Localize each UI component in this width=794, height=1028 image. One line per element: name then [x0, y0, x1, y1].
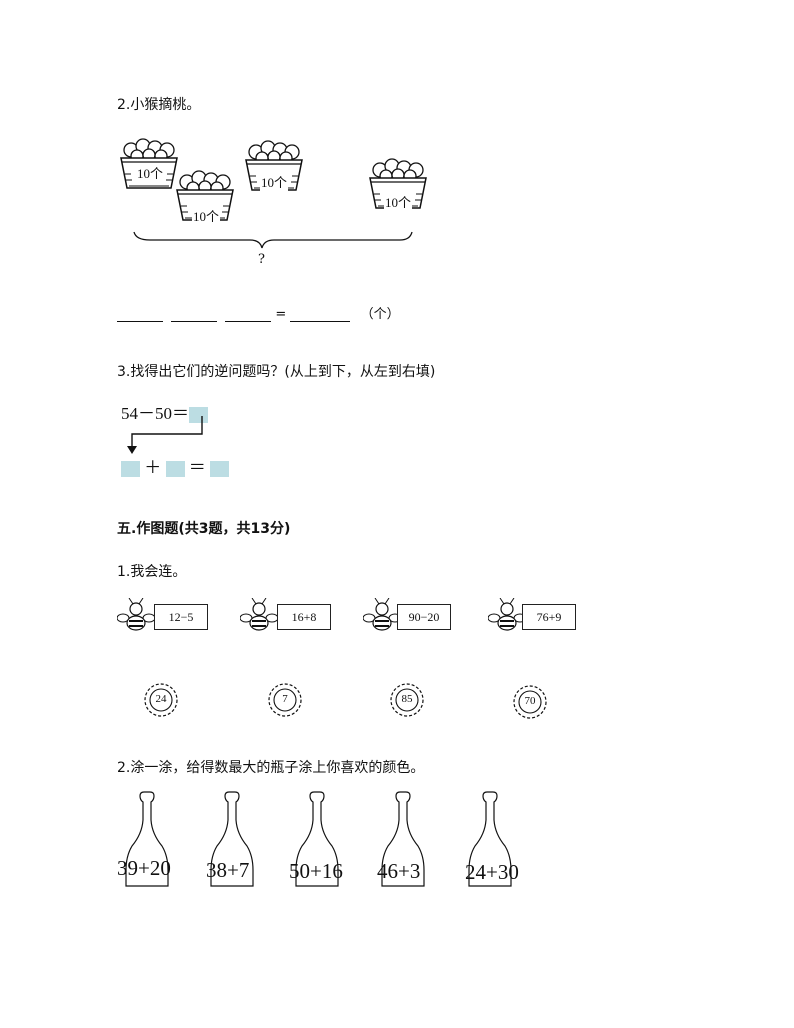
bottle-expression-3: 50+16: [289, 859, 343, 883]
q3-top-expression: 54－50＝: [121, 399, 208, 424]
q2-title: 2.小猴摘桃。: [117, 97, 201, 113]
basket-label-2: 10个: [192, 206, 221, 225]
q2-answer-line: = （个）: [117, 303, 400, 322]
equals-sign: =: [275, 307, 287, 322]
brace: [133, 231, 413, 249]
answer-box-1[interactable]: [121, 461, 140, 478]
bottle-expression-4: 46+3: [377, 859, 421, 883]
answer-blank-1[interactable]: [117, 307, 163, 322]
q3-bottom-expression: ＋ ＝: [121, 453, 229, 478]
reverse-arrow: [127, 416, 203, 454]
bee-icon: [117, 598, 156, 631]
flower-icon: [144, 683, 178, 717]
answer-box-3[interactable]: [210, 461, 229, 478]
flower-3[interactable]: 85: [389, 682, 425, 718]
bottle-expression-1: 39+20: [117, 856, 171, 880]
flower-icon: [513, 685, 547, 719]
equals-sign-q3: ＝: [188, 458, 206, 477]
top-expression-text: 54－50＝: [121, 404, 189, 423]
answer-blank-3[interactable]: [225, 307, 272, 322]
bee-icon: [240, 598, 279, 631]
expression-card-2[interactable]: 16+8: [277, 604, 331, 630]
peach-baskets-illustration: [120, 138, 427, 249]
bottle-expression-2: 38+7: [206, 858, 250, 882]
basket-label-1: 10个: [136, 163, 165, 182]
s5q2-title: 2.涂一涂，给得数最大的瓶子涂上你喜欢的颜色。: [117, 760, 425, 776]
q3-title: 3.找得出它们的逆问题吗？(从上到下，从左到右填): [117, 364, 436, 380]
flower-4[interactable]: 70: [512, 684, 548, 720]
flower-icon: [268, 683, 302, 717]
answer-blank-2[interactable]: [171, 307, 218, 322]
flower-icon: [390, 683, 424, 717]
flower-2[interactable]: 7: [267, 682, 303, 718]
flower-number: 24: [155, 693, 167, 705]
expression-card-4[interactable]: 76+9: [522, 604, 576, 630]
brace-question-mark: ?: [258, 252, 265, 267]
flower-number: 85: [401, 693, 413, 705]
flower-1[interactable]: 24: [143, 682, 179, 718]
answer-blank-result[interactable]: [290, 307, 351, 322]
plus-sign: ＋: [144, 458, 162, 477]
answer-box-top[interactable]: [189, 407, 208, 424]
flower-number: 7: [282, 693, 288, 705]
unit-label: （个）: [360, 307, 400, 322]
answer-box-2[interactable]: [165, 461, 185, 478]
flower-number: 70: [524, 695, 536, 707]
expression-card-1[interactable]: 12−5: [154, 604, 208, 630]
basket-label-3: 10个: [260, 172, 289, 191]
section-5-title: 五.作图题(共3题，共13分): [117, 521, 291, 537]
basket-label-4: 10个: [384, 192, 413, 211]
expression-card-3[interactable]: 90−20: [397, 604, 451, 630]
bottle-expression-5: 24+30: [465, 860, 519, 884]
s5q1-title: 1.我会连。: [117, 564, 187, 580]
